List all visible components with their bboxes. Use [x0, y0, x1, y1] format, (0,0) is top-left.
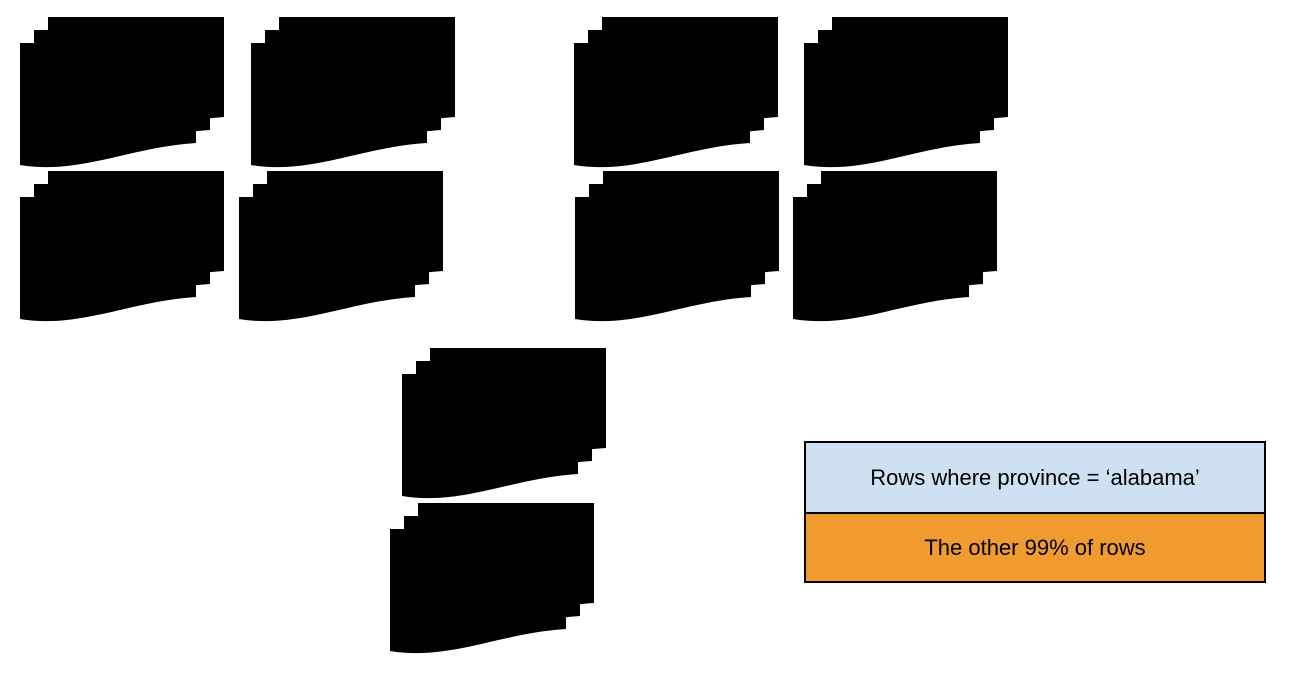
doc-stack-eu-east-2: eu-east-2	[793, 171, 997, 329]
document-page-icon	[575, 197, 751, 322]
document-page-icon	[574, 43, 750, 168]
legend: Rows where province = ‘alabama’ The othe…	[804, 441, 1266, 583]
doc-stack-eu-west-2: eu-west-2	[575, 171, 779, 329]
document-page-icon	[251, 43, 427, 168]
document-page-icon	[390, 529, 566, 654]
document-page-icon	[402, 374, 578, 499]
doc-stack-us-west-1: us-west-1	[20, 17, 224, 175]
doc-stack-ap-east-2: ap-east-2	[390, 503, 594, 661]
document-page-icon	[20, 197, 196, 322]
document-page-icon	[239, 197, 415, 322]
legend-label: The other 99% of rows	[924, 534, 1146, 560]
document-page-icon	[804, 43, 980, 168]
document-page-icon	[793, 197, 969, 322]
doc-stack-us-east-1: us-east-1	[251, 17, 455, 175]
doc-stack-eu-west-1: eu-west-1	[574, 17, 778, 175]
doc-stack-ap-east-1: ap-east-1	[402, 348, 606, 506]
doc-stack-us-west-2: us-west-2	[20, 171, 224, 329]
legend-label: Rows where province = ‘alabama’	[870, 464, 1200, 490]
doc-stack-us-east-2: us-east-2	[239, 171, 443, 329]
legend-item-alabama-rows: Rows where province = ‘alabama’	[806, 443, 1264, 512]
legend-item-other-rows: The other 99% of rows	[806, 512, 1264, 581]
document-page-icon	[20, 43, 196, 168]
doc-stack-eu-east-1: eu-east-1	[804, 17, 1008, 175]
